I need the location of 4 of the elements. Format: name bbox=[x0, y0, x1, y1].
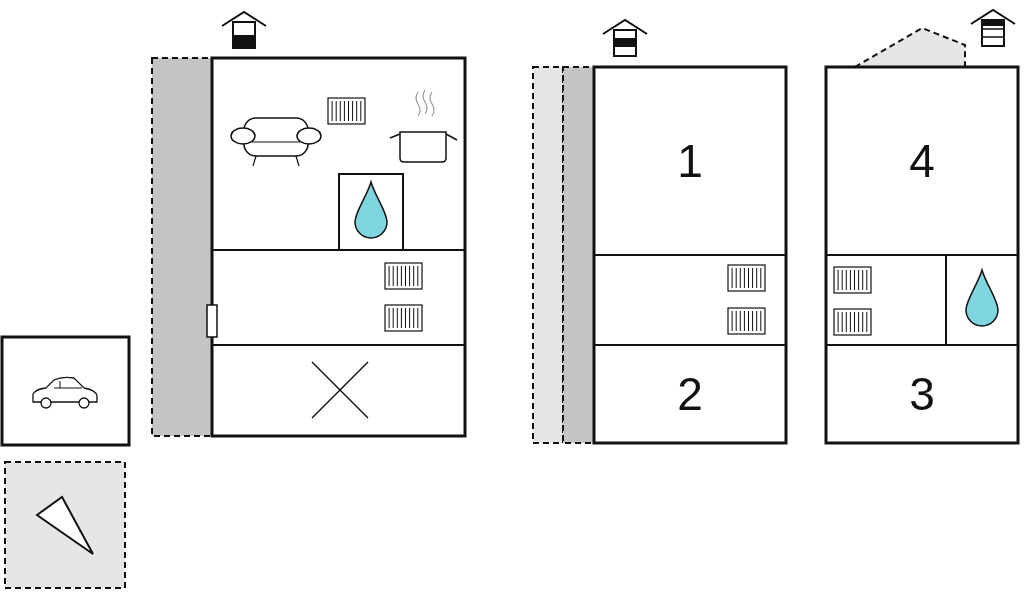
room-number: 3 bbox=[909, 371, 935, 417]
room-number: 2 bbox=[677, 371, 703, 417]
room-number: 4 bbox=[909, 138, 935, 184]
room-number: 1 bbox=[677, 138, 703, 184]
